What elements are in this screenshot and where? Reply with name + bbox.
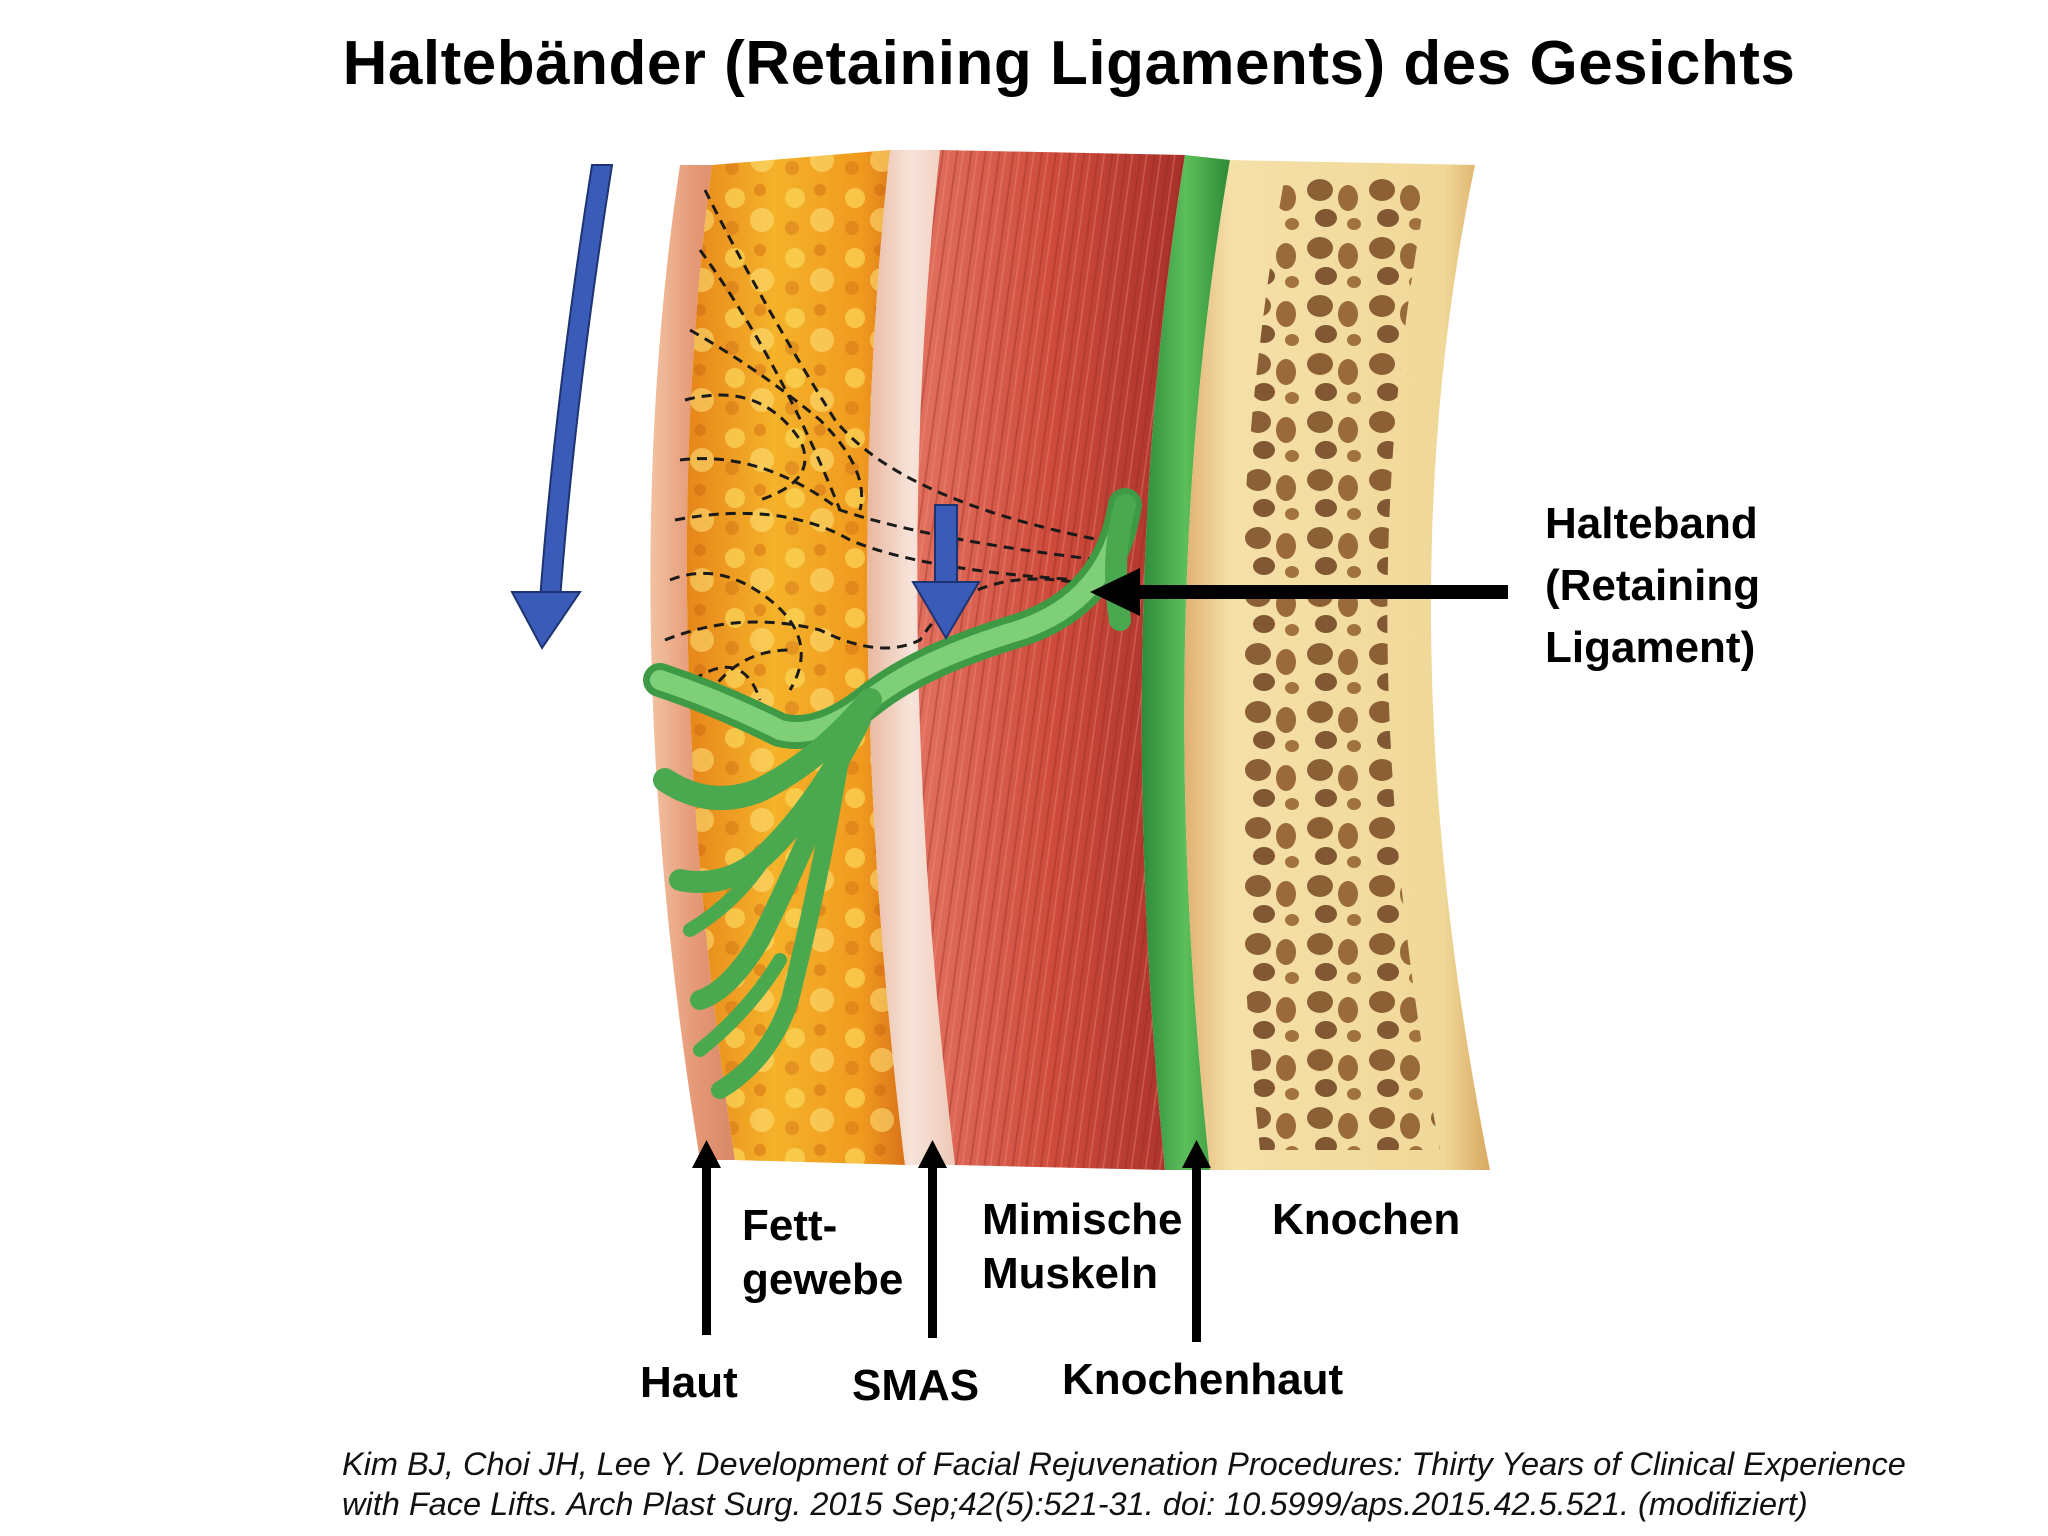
label-muscle-line2: Muskeln: [982, 1249, 1159, 1298]
page-title: Haltebänder (Retaining Ligaments) des Ge…: [342, 29, 1796, 98]
label-skin: Haut: [640, 1358, 738, 1407]
citation-line2: with Face Lifts. Arch Plast Surg. 2015 S…: [342, 1486, 1808, 1522]
smas-pointer-arrow: [918, 1140, 947, 1338]
sagging-direction-arrow-large: [510, 164, 614, 650]
citation-line1: Kim BJ, Choi JH, Lee Y. Development of F…: [342, 1446, 1906, 1482]
ligament-pointer-arrow: [1090, 568, 1508, 616]
skin-pointer-arrow: [692, 1140, 721, 1335]
periosteum-layer: [1141, 155, 1230, 1170]
citation: Kim BJ, Choi JH, Lee Y. Development of F…: [342, 1444, 2022, 1524]
label-smas: SMAS: [852, 1361, 980, 1410]
label-fat-line2: gewebe: [742, 1255, 904, 1304]
label-periosteum: Knochenhaut: [1062, 1355, 1344, 1404]
label-ligament-line3: Ligament): [1545, 623, 1756, 672]
skin-layer: [650, 165, 735, 1160]
bone-spongy-texture: [1237, 175, 1440, 1150]
dashed-septa: [664, 189, 1101, 711]
periosteum-pointer-arrow: [1182, 1140, 1211, 1342]
label-fat-line1: Fett-: [742, 1201, 838, 1250]
label-muscle-line1: Mimische: [982, 1195, 1183, 1244]
muscle-fibers: [917, 150, 1185, 1170]
label-ligament-line2: (Retaining: [1545, 561, 1761, 610]
retaining-ligament: [643, 488, 1142, 1099]
label-bone: Knochen: [1272, 1195, 1461, 1244]
label-ligament-line1: Halteband: [1545, 499, 1758, 548]
sagging-direction-arrow-small: [911, 504, 981, 640]
fat-texture: [686, 150, 905, 1165]
